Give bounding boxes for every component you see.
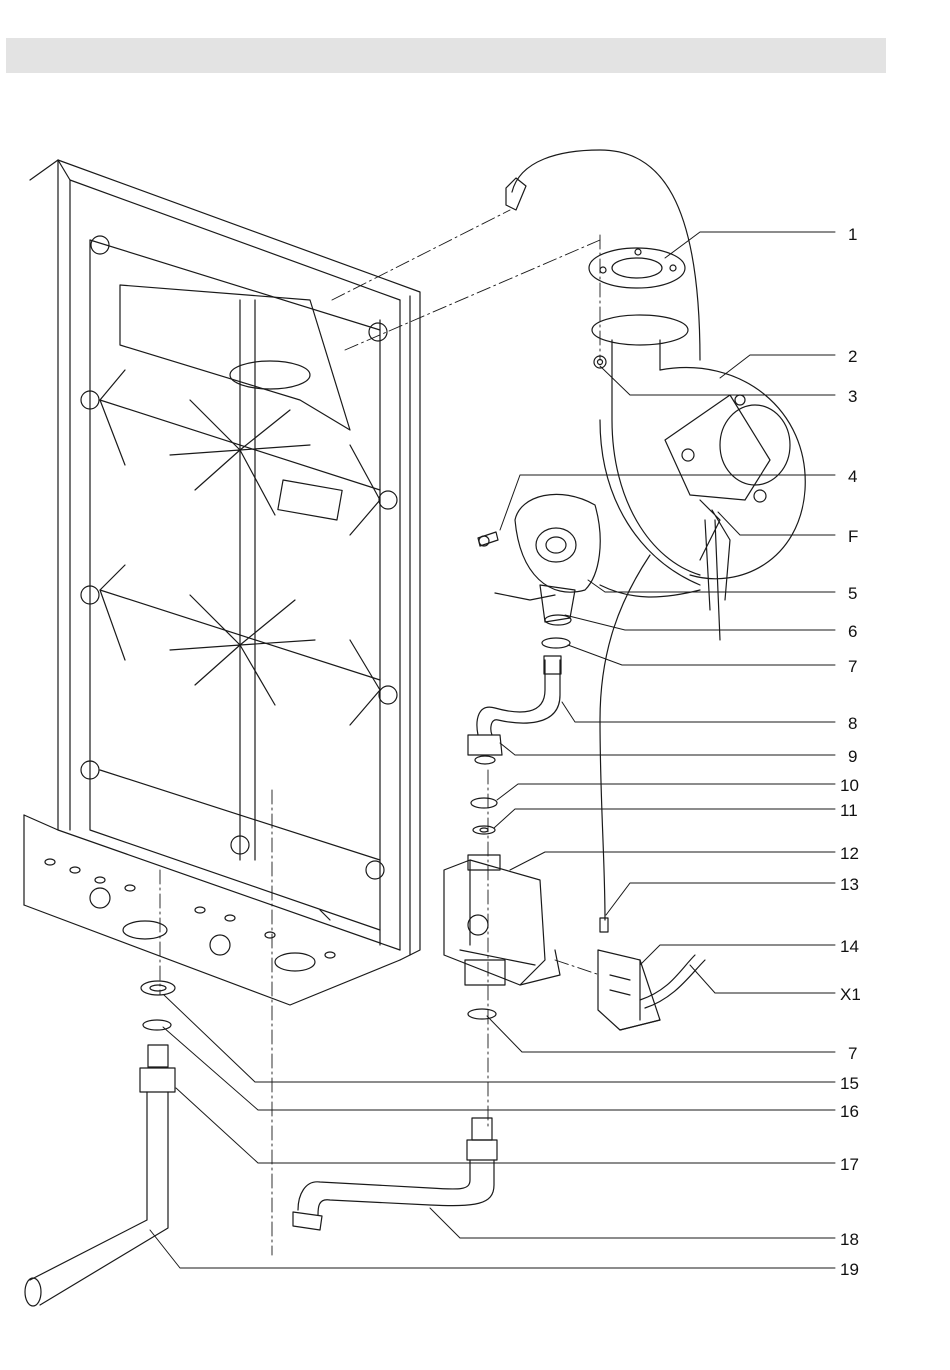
- callout-9: 9: [848, 747, 857, 766]
- callout-10: 10: [840, 776, 859, 795]
- callout-13: 13: [840, 875, 859, 894]
- callout-7-lower: 7: [848, 1044, 857, 1063]
- callout-16: 16: [840, 1102, 859, 1121]
- callout-6: 6: [848, 622, 857, 641]
- venturi: [495, 585, 575, 625]
- callout-labels: 1 2 3 4 F 5 6 7 8 9 10 11 12 13 14 X1 7 …: [840, 225, 861, 1279]
- callout-14: 14: [840, 937, 859, 956]
- callout-5: 5: [848, 584, 857, 603]
- gas-valve: [444, 855, 560, 985]
- ignition-unit: [598, 950, 660, 1030]
- callout-15: 15: [840, 1074, 859, 1093]
- callout-8: 8: [848, 714, 857, 733]
- callout-2: 2: [848, 347, 857, 366]
- heat-exchanger-frame: [24, 160, 420, 1005]
- callout-1: 1: [848, 225, 857, 244]
- earth-lead: [600, 555, 650, 932]
- callout-18: 18: [840, 1230, 859, 1249]
- callout-X1: X1: [840, 985, 861, 1004]
- gas-inlet-plate: [515, 494, 600, 592]
- washer-11: [473, 826, 495, 834]
- electrode-lead: [506, 150, 700, 360]
- o-ring-16: [143, 1020, 171, 1030]
- callout-3: 3: [848, 387, 857, 406]
- fan: [592, 315, 805, 640]
- o-ring-upper: [542, 638, 570, 648]
- union-nut: [468, 735, 502, 764]
- mains-cable: [640, 955, 705, 1008]
- callout-12: 12: [840, 844, 859, 863]
- screw: [478, 532, 498, 546]
- o-ring-lower: [468, 1009, 496, 1019]
- gas-supply-pipe: [25, 1045, 175, 1306]
- seal-15: [141, 981, 175, 995]
- gas-pipe-upper: [477, 656, 561, 735]
- o-ring-10: [471, 798, 497, 808]
- callout-19: 19: [840, 1260, 859, 1279]
- callout-4: 4: [848, 467, 857, 486]
- callout-17: 17: [840, 1155, 859, 1174]
- callout-F: F: [848, 527, 858, 546]
- gas-pipe-lower: [293, 1118, 497, 1230]
- callout-11: 11: [840, 801, 858, 820]
- callout-7-upper: 7: [848, 657, 857, 676]
